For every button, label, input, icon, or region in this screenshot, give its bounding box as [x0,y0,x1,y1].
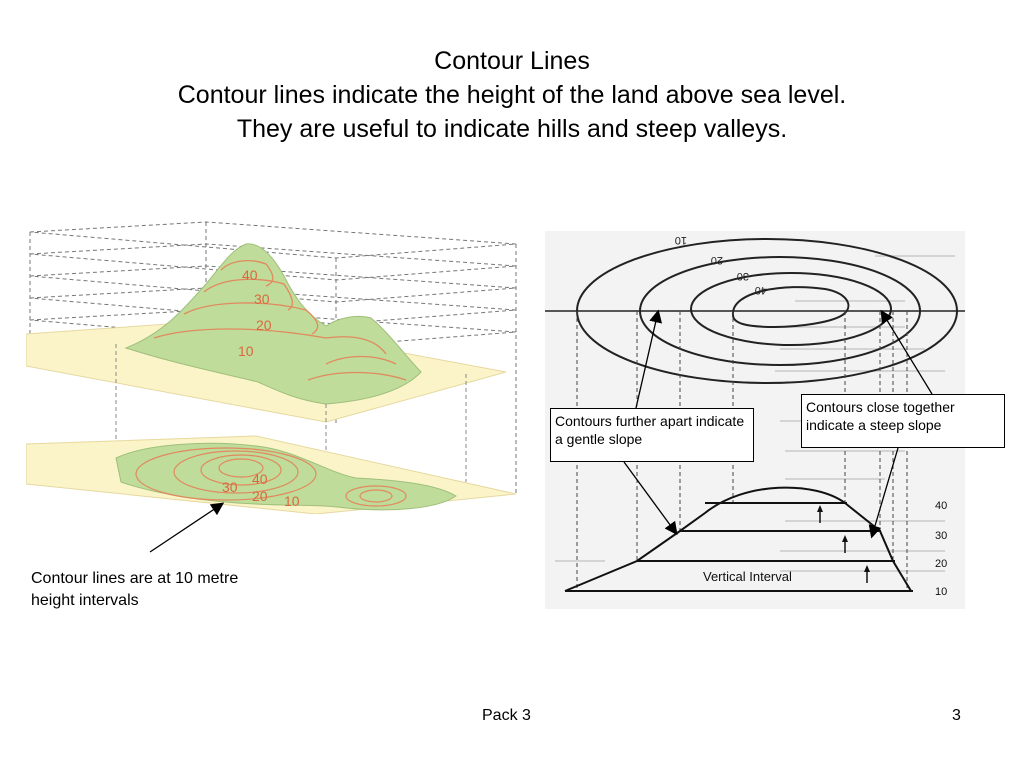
page-number: 3 [952,707,961,724]
slide-title: Contour Lines [434,47,590,75]
map-labels: 40 30 20 10 [222,471,300,509]
hill-label-10: 10 [238,343,254,359]
slide-subtitle-line-2: They are useful to indicate hills and st… [236,115,788,143]
hill-label-20: 20 [256,317,272,333]
interval-arrowheads [817,505,870,572]
plan-label-40: 40 [755,284,767,296]
hill-label-30: 30 [254,291,270,307]
footer-label: Pack 3 [482,707,531,724]
axis-label-30: 30 [935,530,947,542]
axis-label-20: 20 [935,558,947,570]
vertical-interval-label: Vertical Interval [703,569,792,584]
cross-section-profile [564,486,913,592]
slide-subtitle-line-1: Contour lines indicate the height of the… [177,81,847,109]
plan-labels: 10 20 30 40 [675,234,767,296]
map-contour-lines [135,447,407,507]
map-label-30: 30 [222,479,238,495]
map-label-40: 40 [252,471,268,487]
profile-axis-labels: 40 30 20 10 [935,500,947,598]
map-land-shape [115,442,457,511]
plan-label-20: 20 [711,254,723,266]
hill-label-40: 40 [242,267,258,283]
hill-shape [124,243,422,405]
map-label-20: 20 [252,488,268,504]
axis-label-10: 10 [935,586,947,598]
hill-labels: 40 30 20 10 [238,267,272,359]
hill-contour-illustration: 40 30 20 10 40 30 20 10 [26,221,517,514]
callout-steep-slope: Contours close together indicate a steep… [801,394,1005,448]
slide-title-block: Contour Lines Contour lines indicate the… [0,44,1024,146]
hill-contour-lines [153,259,407,381]
plan-label-10: 10 [675,234,687,246]
map-label-10: 10 [284,493,300,509]
plan-label-30: 30 [737,270,749,282]
axis-label-40: 40 [935,500,947,512]
callout-gentle-slope: Contours further apart indicate a gentle… [550,408,754,462]
map-caption: Contour lines are at 10 metre height int… [31,570,239,609]
